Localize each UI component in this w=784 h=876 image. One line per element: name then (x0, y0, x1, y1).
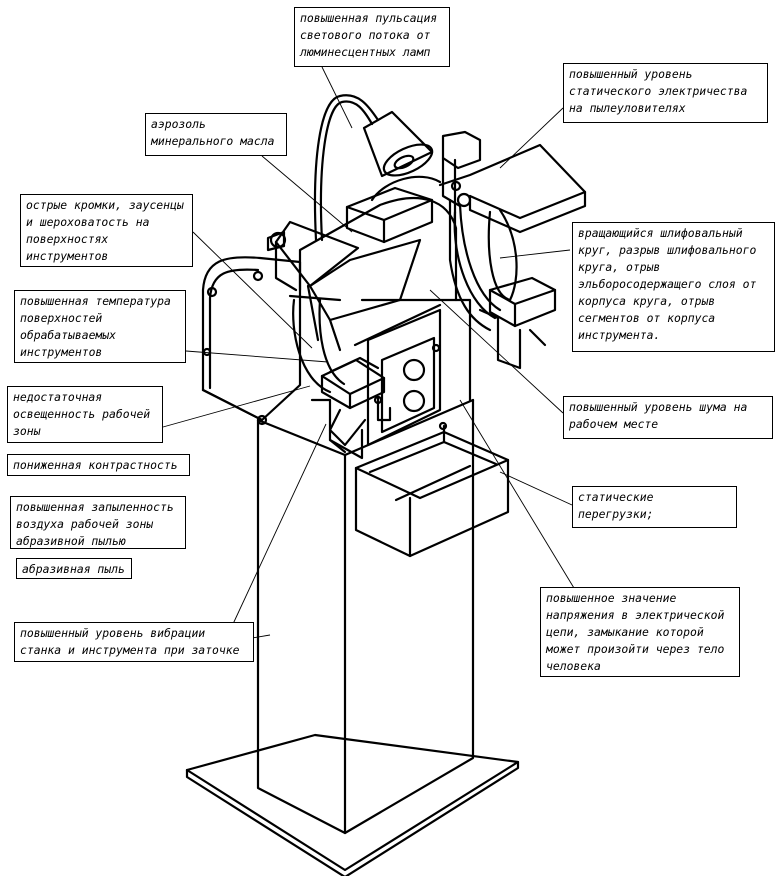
right-tool-rest (478, 276, 557, 370)
label-pulsation: повышенная пульсация светового потока от… (294, 7, 450, 67)
label-static-overload: статические перегрузки; монотонность тру… (572, 486, 737, 528)
left-grinding-wheel (288, 294, 346, 394)
label-vibration: повышенный уровень вибрации станка и инс… (14, 622, 254, 662)
motor-housing (298, 158, 458, 302)
left-wheel-guard (201, 256, 302, 426)
coolant-tray (354, 421, 510, 558)
base-plate (185, 733, 520, 876)
top-block (345, 186, 434, 244)
lower-left-guard (310, 398, 364, 460)
label-rotating-wheel: вращающийся шлифовальный круг, разрыв шл… (572, 222, 775, 352)
switch-panel (373, 336, 441, 434)
label-high-temperature: повышенная температура поверхностей обра… (14, 290, 186, 363)
left-eye-shield (266, 220, 422, 352)
pedestal-column (256, 398, 475, 835)
lamp-arm (313, 94, 380, 242)
label-voltage: повышенное значение напряжения в электри… (540, 587, 740, 677)
label-oil-aerosol: аэрозоль минерального масла (145, 113, 287, 156)
lamp-shade (362, 110, 434, 178)
label-sharp-edges: острые кромки, заусенцы и шероховатость … (20, 194, 193, 267)
label-static-electricity: повышенный уровень статического электрич… (563, 63, 768, 123)
label-low-contrast: пониженная контрастность (7, 454, 190, 476)
switch-panel-body (353, 298, 472, 447)
label-abrasive-dust: абразивная пыль (16, 558, 132, 579)
label-noise: повышенный уровень шума на рабочем месте (563, 396, 773, 439)
label-poor-lighting: недостаточная освещенность рабочей зоны (7, 386, 163, 443)
label-dust: повышенная запыленность воздуха рабочей … (10, 496, 186, 549)
right-wheel-guard (438, 130, 587, 332)
left-tool-rest (320, 356, 392, 447)
leader-lines (162, 66, 578, 641)
